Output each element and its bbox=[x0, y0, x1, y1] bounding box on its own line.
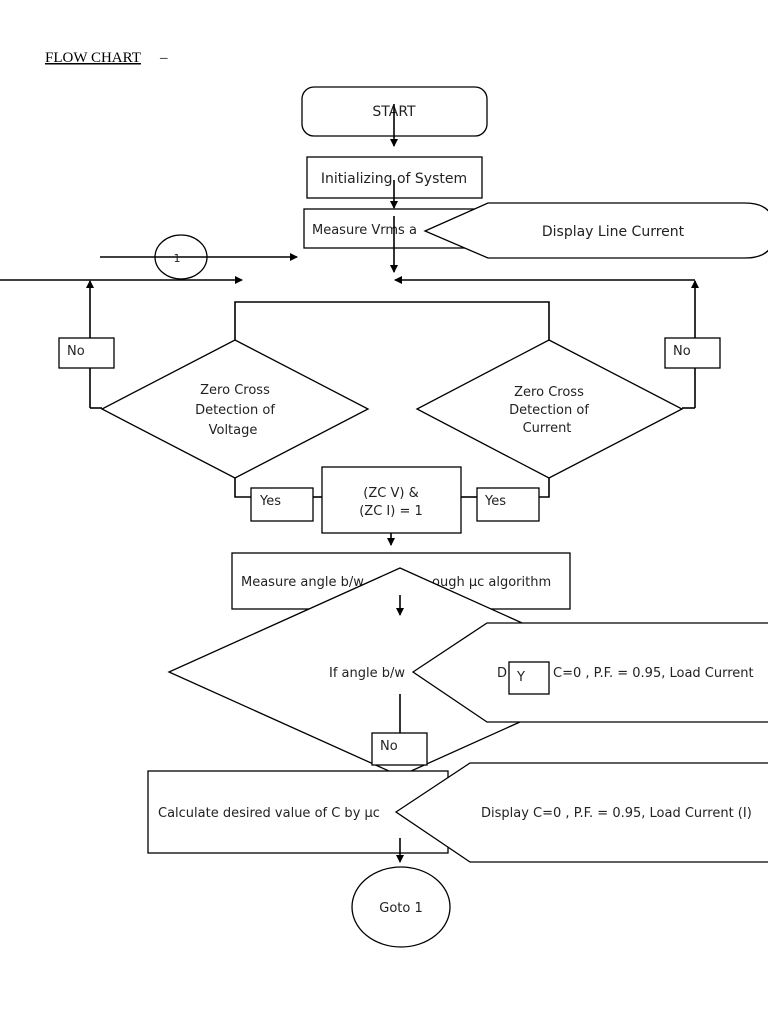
measure-vrms-label: Measure Vrms a bbox=[312, 223, 417, 238]
display-load-current-output bbox=[394, 762, 768, 863]
zc-and-label: (ZC I) = 1 bbox=[359, 504, 423, 519]
display-pf-label: C=0 , P.F. = 0.95, Load Current bbox=[553, 666, 754, 681]
init-label: Initializing of System bbox=[321, 171, 467, 187]
calculate-c-label: Calculate desired value of C by µc bbox=[158, 806, 380, 821]
display-line-current-label: Display Line Current bbox=[542, 224, 685, 240]
title-dash: – bbox=[159, 50, 168, 66]
flowchart-title: FLOW CHART bbox=[45, 50, 141, 66]
connector-line bbox=[234, 478, 251, 498]
connector-1-label: 1 bbox=[174, 252, 181, 265]
no-label-box bbox=[371, 732, 428, 766]
no-label-box bbox=[664, 337, 721, 369]
y-label-box bbox=[508, 661, 550, 695]
yes-label: Yes bbox=[259, 494, 281, 509]
goto-1-connector bbox=[351, 866, 451, 948]
zc-voltage-label: Zero Cross bbox=[200, 383, 270, 398]
no-label: No bbox=[673, 344, 691, 359]
yes-label-box bbox=[476, 487, 540, 522]
connector-line bbox=[539, 478, 550, 498]
measure-angle-label: ough µc algorithm bbox=[432, 575, 551, 590]
display-pf-label: D bbox=[497, 666, 507, 681]
connector-1 bbox=[154, 234, 208, 280]
no-label: No bbox=[380, 739, 398, 754]
split-connector bbox=[234, 301, 550, 340]
goto-1-label: Goto 1 bbox=[379, 901, 422, 916]
yes-label: Yes bbox=[484, 494, 506, 509]
no-label: No bbox=[67, 344, 85, 359]
zc-voltage-label: Voltage bbox=[209, 423, 258, 438]
no-label-box bbox=[58, 337, 115, 369]
if-angle-label: If angle b/w bbox=[329, 666, 405, 681]
zc-current-label: Detection of bbox=[509, 403, 589, 418]
measure-angle-label: Measure angle b/w bbox=[241, 575, 364, 590]
y-label: Y bbox=[516, 670, 525, 685]
display-line-current bbox=[423, 202, 768, 259]
zc-and-process bbox=[321, 466, 462, 534]
zc-current-label: Zero Cross bbox=[514, 385, 584, 400]
yes-label-box bbox=[250, 487, 314, 522]
zc-and-label: (ZC V) & bbox=[363, 486, 418, 501]
display-pf-output bbox=[411, 622, 768, 723]
display-load-current-label: Display C=0 , P.F. = 0.95, Load Current … bbox=[481, 806, 752, 821]
zc-current-label: Current bbox=[523, 421, 572, 436]
zc-voltage-label: Detection of bbox=[195, 403, 275, 418]
